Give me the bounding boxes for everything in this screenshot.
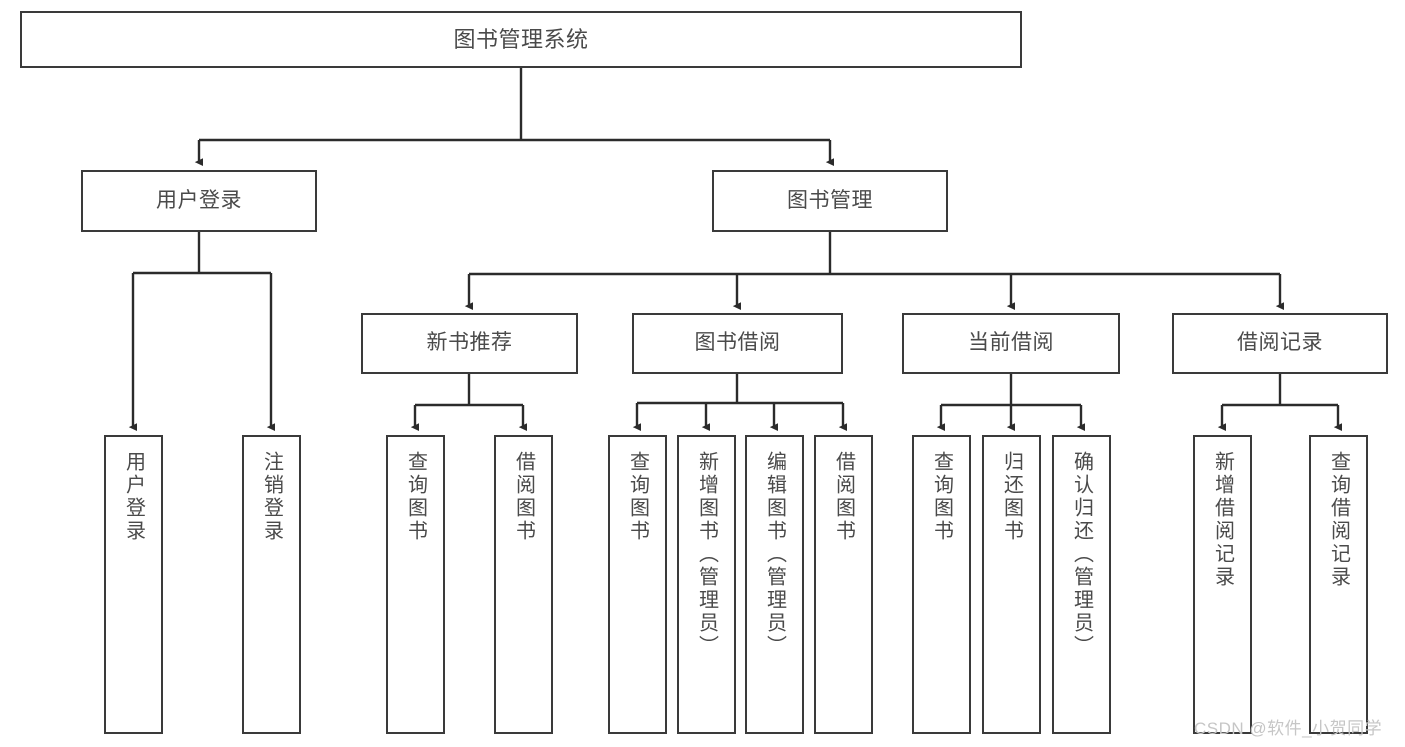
node-label: 图书管理	[787, 188, 873, 212]
node-label: 查询图书	[930, 451, 953, 543]
node-label: 借阅图书	[832, 451, 855, 543]
node-label: 查询图书	[626, 451, 649, 543]
node-label: 编辑图书（管理员）	[763, 451, 786, 658]
node-label: 归还图书	[1000, 451, 1023, 543]
node-label: 当前借阅	[968, 331, 1054, 355]
node-label: 图书管理系统	[453, 26, 589, 52]
node-leaf-add-record[interactable]: 新增借阅记录	[1193, 435, 1252, 734]
node-new-book-recommend[interactable]: 新书推荐	[361, 313, 578, 374]
node-leaf-edit-book[interactable]: 编辑图书（管理员）	[745, 435, 804, 734]
node-current-borrow[interactable]: 当前借阅	[902, 313, 1120, 374]
node-leaf-user-login[interactable]: 用户登录	[104, 435, 163, 734]
node-leaf-add-book[interactable]: 新增图书（管理员）	[677, 435, 736, 734]
node-leaf-query-book-1[interactable]: 查询图书	[386, 435, 445, 734]
node-label: 借阅记录	[1237, 331, 1323, 355]
node-leaf-borrow-book-2[interactable]: 借阅图书	[814, 435, 873, 734]
node-label: 用户登录	[156, 188, 242, 212]
node-label: 确认归还（管理员）	[1070, 451, 1093, 658]
node-leaf-query-book-2[interactable]: 查询图书	[608, 435, 667, 734]
node-label: 查询图书	[404, 451, 427, 543]
node-label: 图书借阅	[694, 331, 781, 355]
node-leaf-query-record[interactable]: 查询借阅记录	[1309, 435, 1368, 734]
node-label: 用户登录	[122, 451, 145, 543]
node-label: 新增图书（管理员）	[695, 451, 718, 658]
node-label: 注销登录	[260, 451, 283, 543]
node-leaf-logout-login[interactable]: 注销登录	[242, 435, 301, 734]
node-root-system[interactable]: 图书管理系统	[20, 11, 1022, 68]
node-leaf-query-book-3[interactable]: 查询图书	[912, 435, 971, 734]
node-borrow-record[interactable]: 借阅记录	[1172, 313, 1388, 374]
node-label: 新增借阅记录	[1211, 451, 1234, 589]
node-book-borrow[interactable]: 图书借阅	[632, 313, 843, 374]
node-leaf-confirm-return[interactable]: 确认归还（管理员）	[1052, 435, 1111, 734]
node-leaf-return-book[interactable]: 归还图书	[982, 435, 1041, 734]
node-label: 新书推荐	[426, 331, 513, 355]
node-label: 借阅图书	[512, 451, 535, 543]
node-book-manage[interactable]: 图书管理	[712, 170, 948, 232]
csdn-watermark: CSDN @软件_小贺同学	[1194, 719, 1383, 738]
node-leaf-borrow-book-1[interactable]: 借阅图书	[494, 435, 553, 734]
node-user-login[interactable]: 用户登录	[81, 170, 317, 232]
node-label: 查询借阅记录	[1327, 451, 1350, 589]
